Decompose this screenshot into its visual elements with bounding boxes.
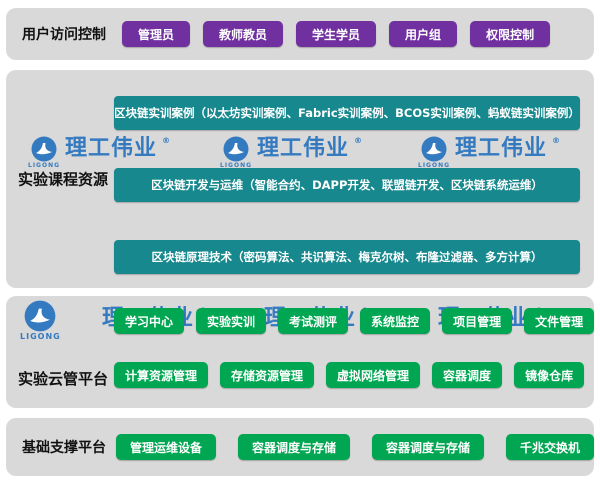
ligong-badge: LIGONG	[220, 136, 252, 169]
cloud-items-row-1: 学习中心 实验实训 考试测评 系统监控 项目管理 文件管理	[114, 308, 595, 334]
access-item-usergroup: 用户组	[389, 21, 458, 47]
infra-item-container-storage-2: 容器调度与存储	[372, 434, 485, 460]
section-label-access: 用户访问控制	[22, 27, 106, 43]
cloud-item-image-registry: 镜像仓库	[514, 362, 585, 388]
cloud-item-experiment-training: 实验实训	[196, 308, 267, 334]
ligong-sub-label: LIGONG	[418, 162, 451, 169]
access-item-admin: 管理员	[122, 21, 191, 47]
ligong-badge: LIGONG	[418, 136, 450, 169]
infra-item-container-storage-1: 容器调度与存储	[238, 434, 351, 460]
access-item-student: 学生学员	[296, 21, 377, 47]
cloud-item-learning-center: 学习中心	[114, 308, 185, 334]
registered-mark: ®	[552, 136, 561, 145]
access-items-row: 管理员 教师教员 学生学员 用户组 权限控制	[122, 21, 551, 47]
ligong-brand-label: 理工伟业	[455, 136, 548, 161]
ligong-brand-label: 理工伟业	[65, 136, 158, 161]
ligong-badge: LIGONG	[20, 300, 61, 341]
ligong-logo-icon	[31, 136, 57, 162]
infra-item-ops-equipment: 管理运维设备	[116, 434, 217, 460]
ligong-sub-label: LIGONG	[20, 332, 61, 341]
cloud-item-storage-resources: 存储资源管理	[220, 362, 315, 388]
ligong-logo-icon	[421, 136, 447, 162]
cloud-item-system-monitor: 系统监控	[360, 308, 431, 334]
ligong-logo-icon	[24, 300, 56, 332]
infra-item-gigabit-switch: 千兆交换机	[506, 434, 595, 460]
ligong-brand-label: 理工伟业	[257, 136, 350, 161]
section-label-resources: 实验课程资源	[18, 170, 109, 189]
watermark-ligong: LIGONG	[20, 300, 61, 341]
panel-user-access: 用户访问控制 管理员 教师教员 学生学员 用户组 权限控制	[6, 8, 594, 60]
watermark-ligong: LIGONG 理工伟业 ®	[220, 136, 362, 169]
panel-infrastructure: 基础支撑平台 管理运维设备 容器调度与存储 容器调度与存储 千兆交换机	[6, 418, 595, 476]
ligong-badge: LIGONG	[28, 136, 60, 169]
ligong-sub-label: LIGONG	[220, 162, 253, 169]
ligong-logo-icon	[223, 136, 249, 162]
cloud-item-exam-assessment: 考试测评	[278, 308, 349, 334]
panel-course-resources: 实验课程资源 区块链实训案例（以太坊实训案例、Fabric实训案例、BCOS实训…	[6, 70, 594, 288]
cloud-item-compute-resources: 计算资源管理	[114, 362, 209, 388]
registered-mark: ®	[162, 136, 171, 145]
watermark-ligong: LIGONG 理工伟业 ®	[28, 136, 170, 169]
section-label-cloud: 实验云管平台	[18, 370, 109, 388]
cloud-item-project-management: 项目管理	[442, 308, 513, 334]
watermark-ligong: LIGONG 理工伟业 ®	[418, 136, 560, 169]
cloud-item-virtual-network: 虚拟网络管理	[326, 362, 421, 388]
ligong-sub-label: LIGONG	[28, 162, 61, 169]
cloud-item-file-management: 文件管理	[524, 308, 595, 334]
access-item-teacher: 教师教员	[203, 21, 284, 47]
cloud-item-container-scheduling: 容器调度	[432, 362, 503, 388]
course-bar-devops: 区块链开发与运维（智能合约、DAPP开发、联盟链开发、区块链系统运维）	[114, 168, 580, 202]
infra-items-row: 管理运维设备 容器调度与存储 容器调度与存储 千兆交换机	[116, 434, 595, 460]
panel-cloud-platform: 实验云管平台 LIGONG 理工伟业 ® 理工伟业 ® 理工伟业 ® 学习中心	[6, 296, 595, 408]
access-item-permission: 权限控制	[470, 21, 551, 47]
course-bar-cases: 区块链实训案例（以太坊实训案例、Fabric实训案例、BCOS实训案例、蚂蚁链实…	[114, 96, 580, 130]
registered-mark: ®	[354, 136, 363, 145]
course-bar-theory: 区块链原理技术（密码算法、共识算法、梅克尔树、布隆过滤器、多方计算）	[114, 240, 580, 274]
section-label-infra: 基础支撑平台	[22, 440, 106, 456]
cloud-items-row-2: 计算资源管理 存储资源管理 虚拟网络管理 容器调度 镜像仓库	[114, 362, 585, 388]
